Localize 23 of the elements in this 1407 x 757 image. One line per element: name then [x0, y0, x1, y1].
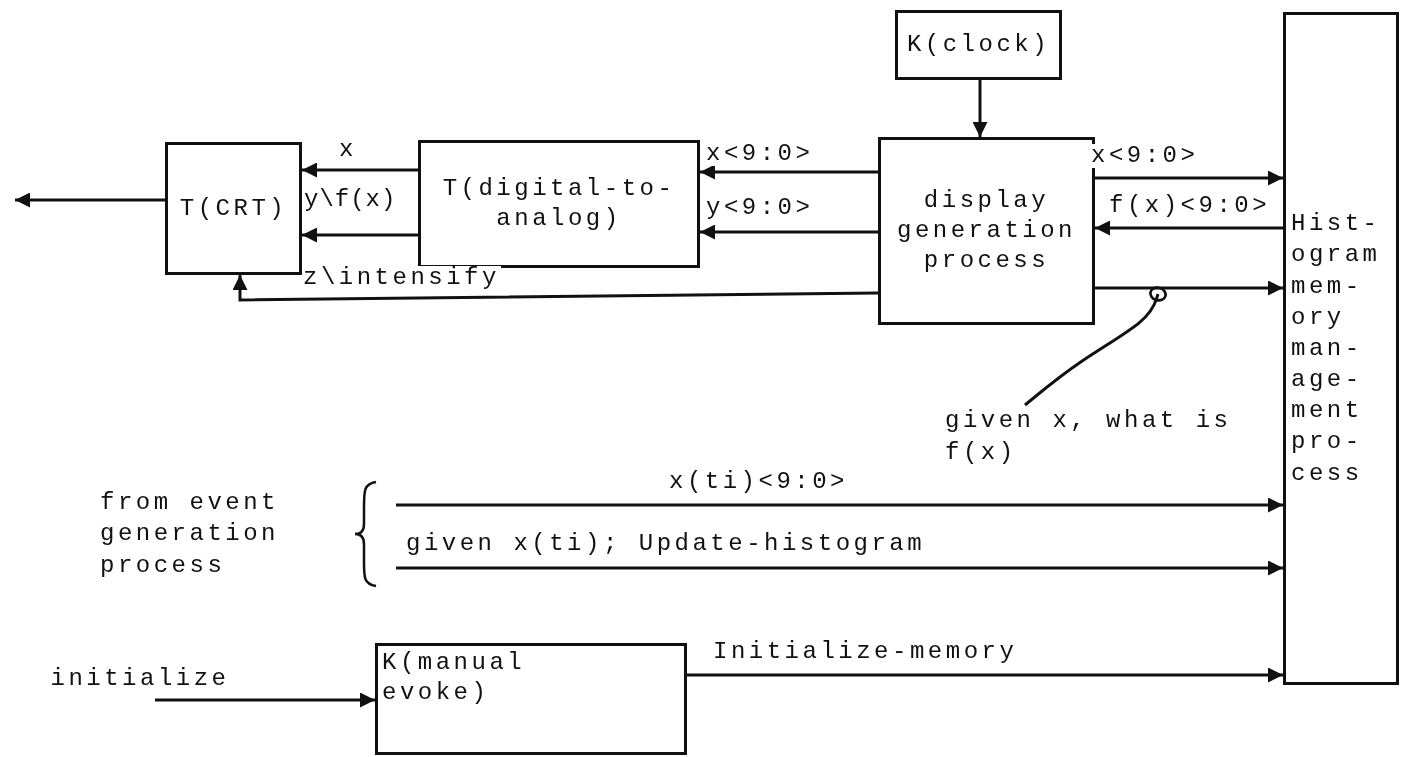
arrow [396, 560, 1283, 576]
arrow [700, 164, 878, 180]
arrow [1095, 220, 1283, 236]
source-label: from event generation process [100, 488, 281, 581]
annotation-text: given x, what is f(x) [945, 405, 1280, 469]
arrow [1095, 280, 1283, 296]
arrow [972, 80, 988, 137]
process-box: Hist- ogram mem- ory man- age- ment pro- cess [1283, 12, 1399, 685]
clock-box: K(clock) [895, 10, 1062, 80]
arrow [155, 692, 375, 708]
arrow [396, 497, 1283, 513]
leader-line [1024, 286, 1167, 407]
arrow [687, 667, 1283, 683]
input-label: initialize [40, 658, 240, 700]
arrow [15, 192, 165, 208]
arrow [1095, 170, 1283, 186]
arrow [302, 162, 418, 178]
process-box: K(manual evoke) [375, 643, 687, 755]
edge-label: z\intensify [302, 266, 501, 290]
arrow [302, 227, 418, 243]
process-box: T(CRT) [165, 142, 302, 275]
arrow [700, 224, 878, 240]
arrow [232, 275, 878, 302]
